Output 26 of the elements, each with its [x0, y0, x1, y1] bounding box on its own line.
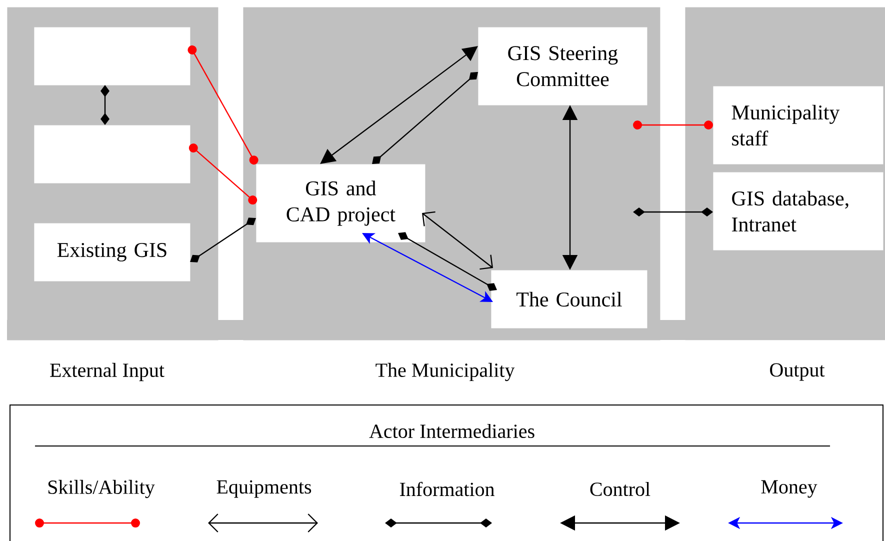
connector	[190, 218, 256, 262]
actor-box: GIS and CAD project	[256, 164, 426, 242]
actor-box	[34, 27, 190, 86]
legend-label: Control	[590, 482, 650, 496]
actor-box: Existing GIS	[34, 223, 190, 282]
panel-heading: Output	[770, 363, 825, 381]
legend-label: Equipments	[216, 480, 312, 498]
actor-box: The Council	[491, 270, 648, 328]
actor-box: GIS database, Intranet	[713, 172, 884, 250]
actor-box: GIS Steering Committee	[478, 27, 648, 106]
connector	[633, 208, 713, 216]
connector	[633, 120, 713, 130]
connector	[188, 143, 258, 205]
connector	[398, 232, 497, 291]
panel-heading: External Input	[50, 362, 164, 382]
legend-label: Money	[761, 480, 818, 498]
connector	[188, 45, 258, 165]
legend-heading: Actor Intermediaries	[369, 424, 534, 438]
legend-label: Information	[400, 482, 494, 496]
connector	[100, 85, 110, 125]
actor-box	[34, 125, 190, 184]
panel-heading: The Municipality	[376, 362, 515, 382]
legend-label: Skills/Ability	[48, 480, 155, 498]
connector	[320, 46, 478, 164]
connector	[422, 211, 493, 270]
actor-box: Municipality staff	[713, 86, 884, 164]
